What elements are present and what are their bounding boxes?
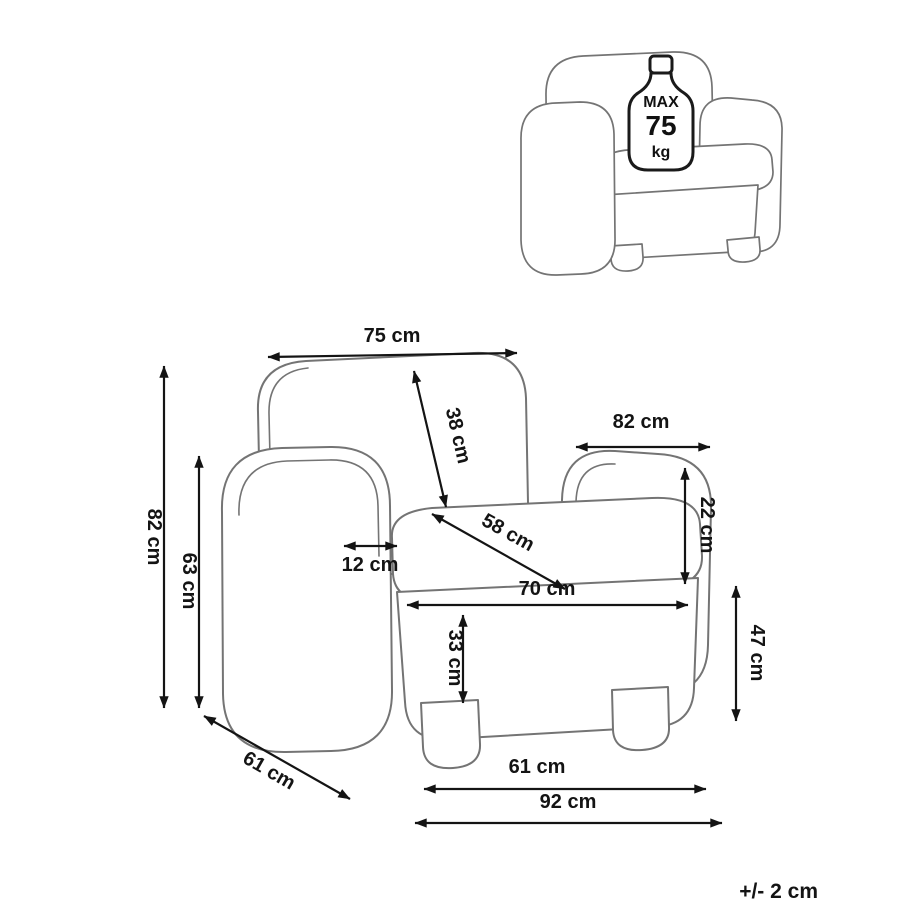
- main-backrest-inner-line: [268, 367, 309, 546]
- main-left-armrest-inner-line: [238, 459, 380, 557]
- dim-label-overall-height: 82 cm: [143, 509, 165, 566]
- dim-label-armrest-width: 12 cm: [342, 554, 399, 576]
- dim-arrow-seat-diagonal: [431, 513, 566, 590]
- dim-arrow-backrest-height: [412, 370, 448, 508]
- max-weight-bottle-cap: [648, 54, 674, 75]
- dim-label-top-width: 75 cm: [364, 325, 421, 347]
- main-left-foot: [420, 699, 482, 770]
- dim-label-overall-width: 92 cm: [540, 791, 597, 813]
- max-weight-icon: MAX 75 kg: [627, 54, 695, 172]
- thumb-left-foot: [609, 243, 644, 272]
- dim-label-front-height: 47 cm: [746, 625, 768, 682]
- tolerance-note: +/- 2 cm: [739, 880, 818, 903]
- max-weight-bottle-body: [627, 71, 695, 172]
- dim-label-seat-width: 70 cm: [519, 578, 576, 600]
- max-weight-label-max: MAX: [643, 94, 679, 111]
- dim-label-armrest-height: 63 cm: [178, 553, 200, 610]
- dim-arrow-top-width: [267, 348, 518, 362]
- main-right-foot: [611, 686, 671, 752]
- max-weight-label-value: 75: [645, 110, 676, 141]
- thumb-left-armrest: [520, 101, 616, 276]
- dim-label-backrest-to-seat: 22 cm: [696, 497, 718, 554]
- dim-label-armrest-depth: 82 cm: [613, 411, 670, 433]
- main-left-armrest: [220, 445, 394, 754]
- dim-label-seat-height: 33 cm: [444, 630, 466, 687]
- dim-label-front-base-width: 61 cm: [509, 756, 566, 778]
- max-weight-label-unit: kg: [652, 144, 671, 161]
- dim-arrow-side-depth: [203, 715, 351, 800]
- thumb-right-foot: [726, 236, 761, 263]
